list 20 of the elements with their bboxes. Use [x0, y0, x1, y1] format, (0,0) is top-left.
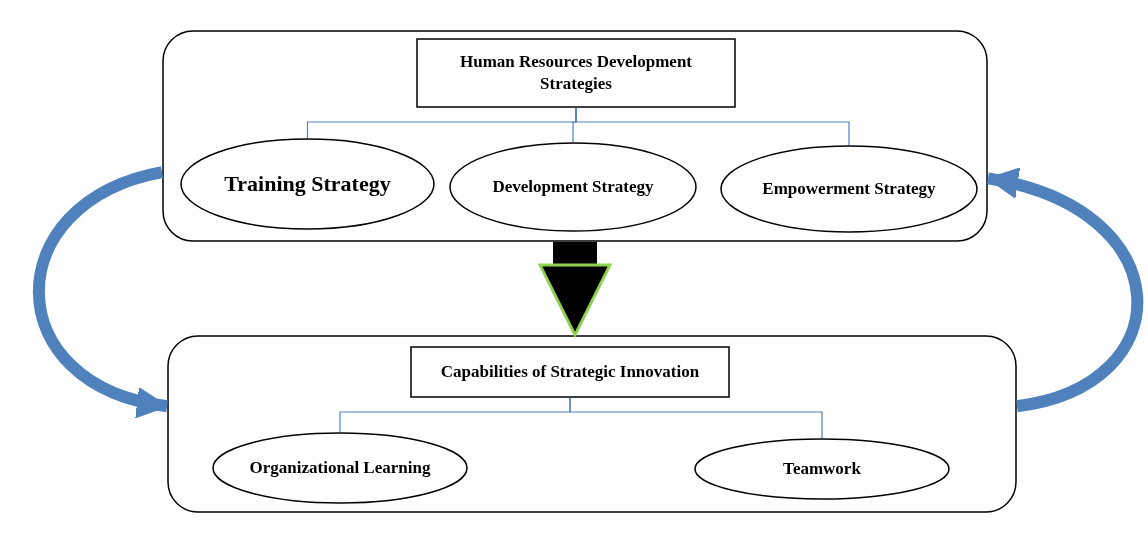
ellipse-node: [180, 138, 435, 230]
text-box: [410, 346, 730, 398]
node-label: Organizational Learning: [248, 456, 432, 479]
ellipse-node: [694, 438, 950, 500]
block-arrow: [33, 166, 169, 416]
node-label: Training Strategy: [223, 169, 392, 198]
node-label: Teamwork: [782, 457, 862, 480]
group-panel: [167, 335, 1017, 513]
node-label: Human Resources Development Strategies: [459, 50, 693, 95]
group-panel: [162, 30, 988, 242]
connector-line: [575, 107, 850, 146]
ellipse-node: [720, 145, 978, 233]
text-box: [416, 38, 736, 108]
ellipse-node: [212, 432, 468, 504]
node-label: Capabilities of Strategic Innovation: [439, 360, 701, 383]
node-label: Development Strategy: [491, 175, 655, 198]
node-label: Empowerment Strategy: [761, 177, 937, 200]
ellipse-node: [449, 142, 697, 232]
block-arrow: [538, 242, 612, 337]
connector-line: [569, 397, 823, 439]
